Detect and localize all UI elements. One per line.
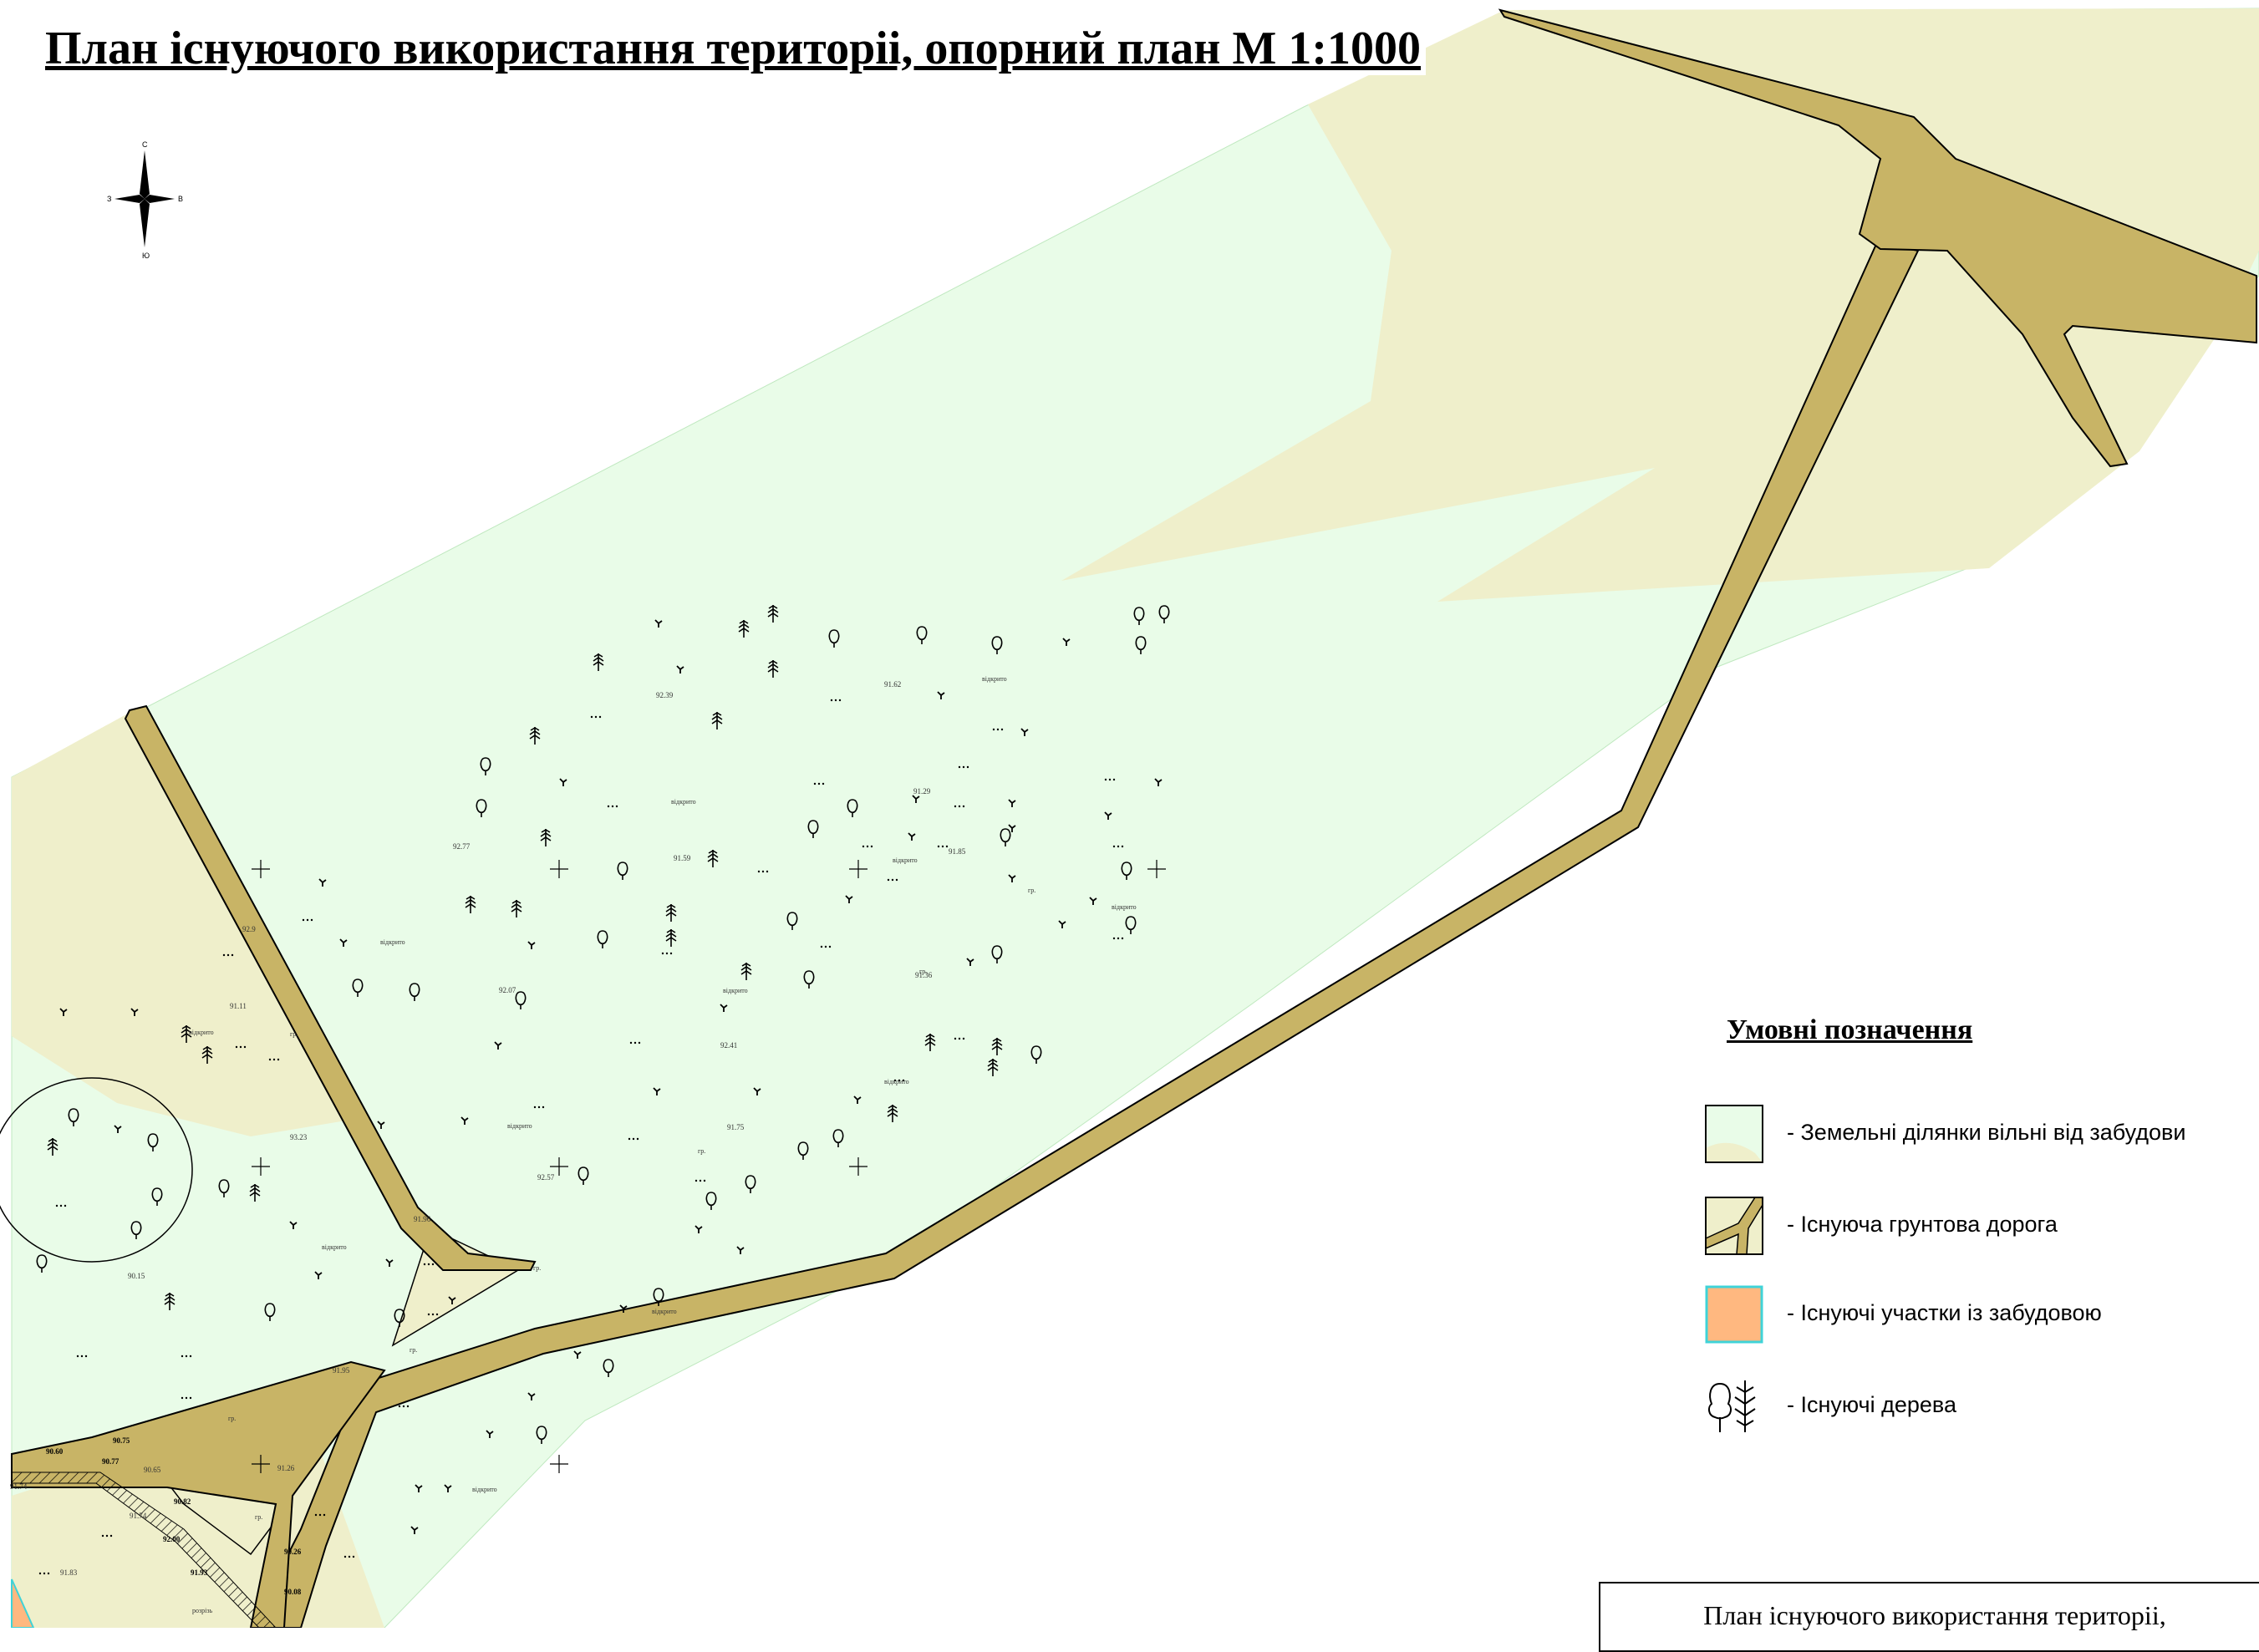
terrain-annotation: відкрито bbox=[189, 1029, 214, 1036]
elevation-label: 92.77 bbox=[453, 842, 471, 851]
terrain-annotation: відкрито bbox=[380, 938, 405, 946]
elevation-label: 91.26 bbox=[277, 1464, 295, 1472]
elevation-label: 92.07 bbox=[499, 986, 516, 994]
bold-elevation-label: 90.60 bbox=[46, 1447, 64, 1456]
terrain-annotation: відкрито bbox=[884, 1078, 909, 1085]
elevation-label: 91.75 bbox=[727, 1123, 745, 1131]
elevation-label: 91.11 bbox=[230, 1002, 247, 1010]
bold-elevation-label: 91.93 bbox=[191, 1568, 208, 1577]
legend-label-trees: - Існуючі дерева bbox=[1787, 1392, 1956, 1417]
elevation-label: 93.23 bbox=[290, 1133, 308, 1141]
road-surface-labels: гр. гр. гр. гр. гр. гр. гр. гр. bbox=[228, 887, 1035, 1521]
dirt-road-west-spur bbox=[124, 704, 537, 1271]
compass-west: З bbox=[107, 195, 111, 203]
terrain-annotation: відкрито bbox=[671, 798, 696, 806]
trees-icon bbox=[1707, 1380, 1756, 1432]
bold-elevation-label: 90.26 bbox=[284, 1548, 302, 1556]
bold-elevation-labels: 90.75 90.60 90.77 90.82 92.00 91.93 90.26 90.08 bbox=[46, 1436, 302, 1596]
road-surface-label: гр. bbox=[533, 1264, 541, 1272]
elevation-label: 91.95 bbox=[333, 1366, 350, 1375]
elevation-label: 91.36 bbox=[915, 971, 933, 979]
legend-title: Умовні позначення bbox=[1727, 1014, 1973, 1045]
elevation-label: 91.74 bbox=[10, 1482, 28, 1491]
meadow-zone-west bbox=[12, 710, 351, 1136]
road-surface-label: гр. bbox=[255, 1513, 262, 1521]
terrain-annotation: відкрито bbox=[723, 987, 748, 994]
compass-south: Ю bbox=[142, 252, 150, 260]
elevation-label: 91.74 bbox=[130, 1512, 147, 1520]
bold-elevation-label: 90.82 bbox=[174, 1497, 191, 1506]
built-plot-swatch-icon bbox=[1705, 1285, 1763, 1344]
bold-elevation-label: 90.75 bbox=[113, 1436, 130, 1445]
elevation-label: 92.9 bbox=[242, 925, 256, 933]
elevation-label: 91.62 bbox=[884, 680, 901, 689]
elevation-label: 91.83 bbox=[60, 1568, 78, 1577]
legend-item-dirt-road: - Існуюча грунтова дорога bbox=[1705, 1197, 2223, 1257]
elevation-label: 92.39 bbox=[656, 691, 674, 699]
north-arrow-icon: С Ю З В bbox=[107, 140, 183, 260]
elevation-label: 91.96 bbox=[414, 1215, 431, 1223]
legend-item-built-plot: - Існуючі участки із забудовою bbox=[1705, 1285, 2223, 1345]
elevation-label: 92.57 bbox=[537, 1173, 555, 1182]
terrain-annotation: відкрито bbox=[507, 1122, 532, 1130]
road-surface-label: гр. bbox=[919, 968, 927, 975]
legend-item-trees: - Існуючі дерева bbox=[1705, 1377, 2223, 1437]
road-surface-label: гр. bbox=[1028, 887, 1035, 894]
terrain-annotation: відкрито bbox=[652, 1308, 677, 1315]
legend-label-built-plot: - Існуючі участки із забудовою bbox=[1787, 1300, 2102, 1325]
dirt-road-swatch-icon bbox=[1705, 1197, 1763, 1255]
dirt-road-north-junction bbox=[1498, 8, 2257, 468]
elevation-labels: 92.39 91.62 91.29 92.77 91.59 91.85 92.07 91.11… bbox=[10, 680, 966, 1577]
bold-elevation-label: 90.08 bbox=[284, 1588, 302, 1596]
elevation-label: 90.15 bbox=[128, 1272, 145, 1280]
terrain-annotation: відкрито bbox=[982, 675, 1007, 683]
legend-item-free-land: - Земельні ділянки вільні від забудови bbox=[1705, 1105, 2223, 1165]
elevation-label: 91.85 bbox=[949, 847, 966, 856]
road-surface-label: гр. bbox=[410, 1346, 417, 1354]
stamp-text: План існуючого використання територіі, bbox=[1703, 1600, 2166, 1630]
dirt-road-main bbox=[249, 225, 1920, 1628]
free-land-swatch-icon bbox=[1705, 1105, 1763, 1163]
terrain-annotation: відкрито bbox=[893, 856, 918, 864]
terrain-annotation: розрізь bbox=[192, 1607, 213, 1614]
terrain-annotations: відкрито відкрито відкрито відкрито відкрито… bbox=[189, 675, 1137, 1614]
road-surface-label: гр. bbox=[698, 1147, 705, 1155]
compass-north: С bbox=[142, 140, 148, 149]
compass-east: В bbox=[178, 195, 183, 203]
road-surface-label: гр. bbox=[228, 1415, 236, 1422]
terrain-annotation: відкрито bbox=[472, 1486, 497, 1493]
terrain-annotation: відкрито bbox=[322, 1243, 347, 1251]
bold-elevation-label: 90.77 bbox=[102, 1457, 120, 1466]
bold-elevation-label: 92.00 bbox=[163, 1535, 181, 1543]
legend-label-free-land: - Земельні ділянки вільні від забудови bbox=[1787, 1120, 2186, 1145]
elevation-label: 90.65 bbox=[144, 1466, 161, 1474]
page-title: План існуючого використання територіі, о… bbox=[40, 22, 1426, 75]
elevation-label: 91.59 bbox=[674, 854, 691, 862]
meadow-zone-north bbox=[1061, 8, 2259, 602]
elevation-label: 92.41 bbox=[720, 1041, 737, 1050]
title-block-stamp: План існуючого використання територіі, bbox=[1599, 1582, 2259, 1652]
road-surface-label: гр. bbox=[290, 1030, 298, 1038]
fence-hatch bbox=[11, 1472, 277, 1628]
legend-label-dirt-road: - Існуюча грунтова дорога bbox=[1787, 1212, 2058, 1237]
elevation-label: 91.29 bbox=[913, 787, 931, 796]
legend-panel: Умовні позначення - Земельні ділянки віл… bbox=[1697, 1011, 2231, 1446]
meadow-clearing-outline bbox=[0, 1077, 193, 1263]
terrain-annotation: відкрито bbox=[1112, 903, 1137, 911]
built-plot bbox=[11, 1578, 35, 1628]
